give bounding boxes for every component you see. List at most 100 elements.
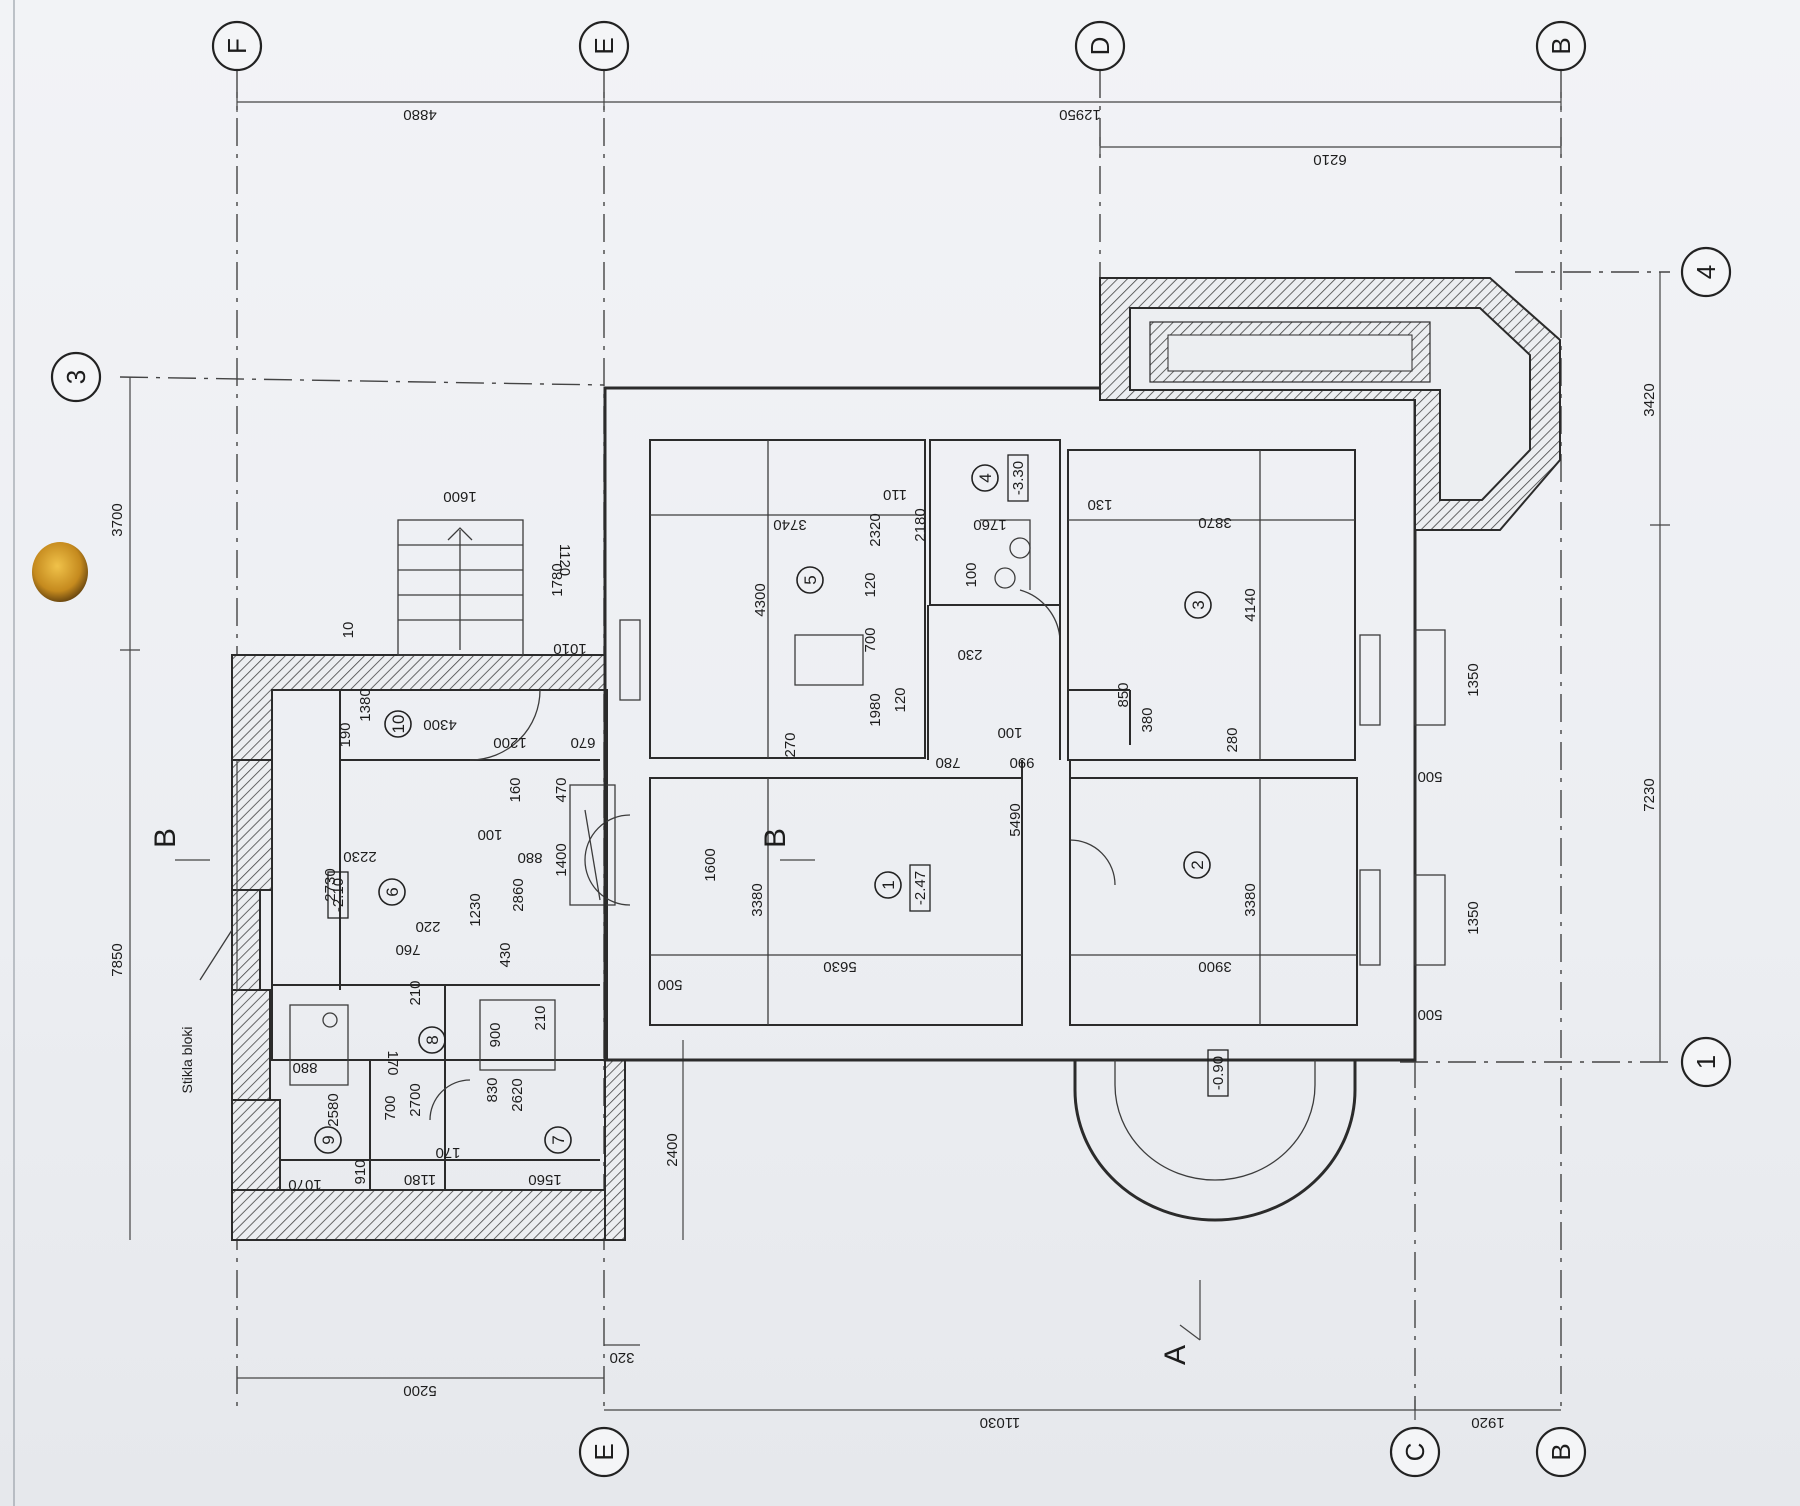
dim-3380-r1: 3380	[749, 883, 766, 916]
section-label-B-left: B	[149, 828, 182, 848]
dim-5630: 5630	[823, 958, 856, 975]
dim-100-b: 100	[963, 562, 980, 587]
dim-880-r6: 880	[517, 849, 542, 866]
service-wing	[231, 519, 631, 1241]
dim-160: 160	[507, 777, 524, 802]
room-number-6: 6	[383, 887, 402, 896]
dim-110: 110	[883, 486, 907, 503]
room-number-9: 9	[319, 1135, 338, 1144]
dim-3380-r2: 3380	[1242, 883, 1259, 916]
grid-marker-4	[1680, 246, 1732, 298]
dim-1120: 1120	[556, 544, 573, 576]
room-number-2: 2	[1188, 860, 1207, 869]
grid-marker-E-bottom	[578, 1426, 630, 1478]
grid-marker-3	[50, 351, 102, 403]
dim-230: 230	[957, 646, 982, 663]
dim-780: 780	[935, 754, 960, 771]
dim-3740: 3740	[773, 516, 806, 533]
dim-280: 280	[1224, 727, 1241, 752]
grid-marker-C	[1389, 1426, 1441, 1478]
dim-2860: 2860	[510, 878, 527, 911]
dim-850: 850	[1115, 682, 1132, 707]
dim-1180: 1180	[404, 1171, 436, 1188]
room-number-5: 5	[801, 575, 820, 584]
dim-2400: 2400	[664, 1133, 681, 1166]
dim-990: 990	[1009, 754, 1034, 771]
grid-label-1: 1	[1691, 1055, 1721, 1069]
dim-4140: 4140	[1242, 588, 1259, 621]
grid-label-F: F	[222, 38, 252, 54]
dim-3700: 3700	[109, 503, 126, 536]
grid-label-D: D	[1085, 37, 1115, 56]
dim-3900: 3900	[1198, 958, 1231, 975]
overall-dimensions	[120, 92, 1670, 1420]
dim-500-c: 500	[1417, 1006, 1442, 1023]
level-bay: -0.90	[1210, 1056, 1227, 1090]
dim-1200: 1200	[493, 734, 526, 751]
dim-760: 760	[395, 941, 420, 958]
section-label-A: A	[1159, 1345, 1192, 1365]
dim-2320: 2320	[867, 513, 884, 546]
dim-12950: 12950	[1059, 106, 1101, 123]
room-numbers: 5 4 3 1 2 6 7 8 9 10	[314, 464, 1212, 1154]
level-room-6: -2.10	[330, 878, 347, 912]
level-marks: -2.47 -3.30 -2.10 -0.90	[327, 454, 1229, 1097]
dim-170-a: 170	[384, 1050, 401, 1075]
grid-label-B-bottom: B	[1546, 1443, 1576, 1460]
dim-880-r9: 880	[292, 1059, 317, 1076]
dimension-labels: 4880 12950 6210 5200 11030 1920 320 3700…	[109, 106, 1658, 1431]
dim-500-b: 500	[1417, 768, 1442, 785]
dim-100-c: 100	[997, 724, 1022, 741]
dim-2580: 2580	[325, 1093, 342, 1126]
dim-1600-r1: 1600	[702, 848, 719, 881]
note-glass-blocks: Stikla bloki	[179, 1027, 195, 1094]
dim-670: 670	[570, 734, 595, 751]
dim-5200: 5200	[403, 1382, 436, 1399]
dim-130: 130	[1087, 496, 1112, 513]
dim-830: 830	[484, 1077, 501, 1102]
dim-7850: 7850	[109, 943, 126, 976]
dim-380: 380	[1139, 707, 1156, 732]
dim-7230: 7230	[1641, 778, 1658, 811]
dim-220: 220	[415, 918, 440, 935]
dim-4300-r5: 4300	[752, 583, 769, 616]
dim-120-b: 120	[892, 687, 909, 712]
grid-marker-1	[1680, 1036, 1732, 1088]
main-block	[603, 386, 1446, 1222]
section-label-B-center: B	[759, 828, 792, 848]
terrace	[1099, 277, 1561, 531]
dim-700-r8: 700	[382, 1095, 399, 1120]
dim-1380: 1380	[357, 688, 374, 721]
dim-210-a: 210	[407, 980, 424, 1005]
dim-1350-b: 1350	[1465, 901, 1482, 934]
dim-11030: 11030	[980, 1414, 1021, 1431]
room-number-3: 3	[1189, 600, 1208, 609]
dim-4880: 4880	[403, 106, 436, 123]
dim-1230: 1230	[467, 893, 484, 926]
grid-marker-E-top	[578, 20, 630, 72]
level-room-4: -3.30	[1010, 461, 1027, 495]
grid-label-E-bottom: E	[589, 1443, 619, 1460]
dim-190: 190	[337, 722, 354, 747]
dim-270: 270	[782, 732, 799, 757]
grid-marker-F	[211, 20, 263, 72]
grid-marker-D	[1074, 20, 1126, 72]
grid-labels: F E D B E C B 3 4 1	[50, 20, 1732, 1478]
punch-hole	[32, 542, 88, 602]
dim-4300-r10: 4300	[423, 716, 456, 733]
dim-1980: 1980	[867, 693, 884, 726]
dim-1070: 1070	[288, 1176, 321, 1193]
section-markers: A B B	[149, 828, 1201, 1365]
dim-1600-stair: 1600	[443, 488, 476, 505]
dim-1400: 1400	[553, 843, 570, 876]
dim-1350-a: 1350	[1465, 663, 1482, 696]
dim-2700: 2700	[407, 1083, 424, 1116]
dim-1760: 1760	[973, 516, 1006, 533]
dim-900: 900	[487, 1022, 504, 1047]
dim-2730: 2730	[322, 868, 339, 901]
dim-1780: 1780	[549, 563, 566, 596]
dim-2230: 2230	[343, 848, 376, 865]
dim-5490: 5490	[1007, 803, 1024, 836]
